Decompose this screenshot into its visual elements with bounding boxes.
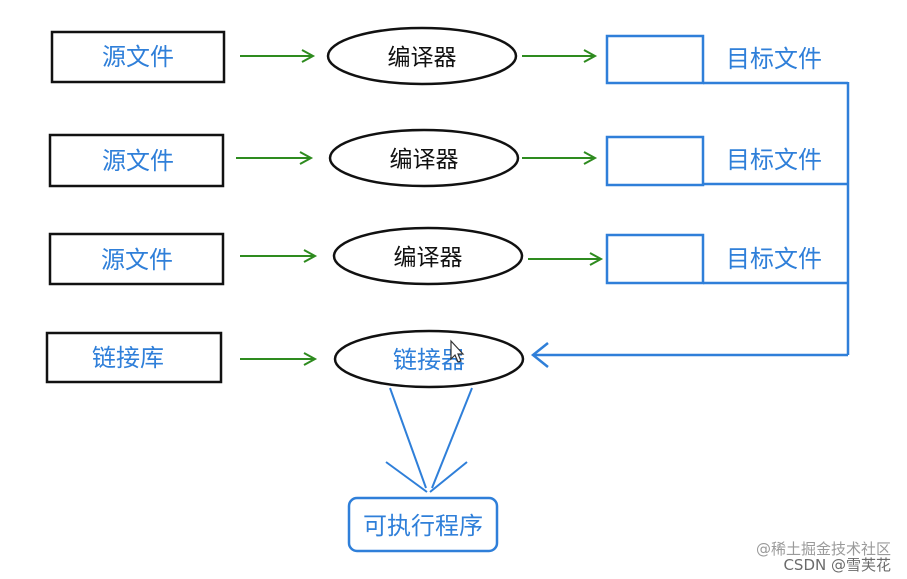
executable-box [347, 496, 499, 553]
compiler-ellipse-2 [328, 128, 520, 188]
compiler-label-2: 编译器 [390, 147, 459, 173]
object-file-box-3 [605, 233, 705, 285]
watermark-juejin: @稀土掘金技术社区 [755, 540, 891, 558]
object-file-label-2: 目标文件 [726, 146, 822, 174]
mouse-cursor-icon [450, 339, 465, 363]
arrow-compiler-to-object-2 [522, 151, 598, 165]
arrow-source-to-compiler-3 [240, 249, 318, 263]
linker-ellipse [333, 329, 525, 389]
library-box [45, 331, 223, 384]
source-file-label-1: 源文件 [102, 43, 174, 71]
compiler-ellipse-3 [332, 226, 524, 286]
compiler-label-1: 编译器 [388, 45, 457, 71]
source-file-box-2 [48, 133, 225, 188]
executable-label: 可执行程序 [363, 512, 483, 540]
arrow-compiler-to-object-1 [522, 49, 598, 63]
source-file-box-1 [50, 30, 226, 84]
object-file-label-3: 目标文件 [726, 245, 822, 273]
arrow-source-to-compiler-1 [240, 49, 316, 63]
object-files-collector [530, 81, 850, 368]
source-file-label-3: 源文件 [101, 246, 173, 274]
arrow-source-to-compiler-2 [236, 151, 314, 165]
object-file-box-1 [605, 34, 705, 85]
object-file-label-1: 目标文件 [726, 45, 822, 73]
library-label: 链接库 [92, 344, 164, 372]
object-file-box-2 [605, 135, 705, 187]
arrow-library-to-linker [240, 352, 318, 366]
arrow-linker-to-executable [385, 387, 473, 493]
arrow-compiler-to-object-3 [528, 252, 604, 266]
compiler-ellipse-1 [326, 26, 518, 86]
watermark-csdn: CSDN @雪芙花 [783, 556, 891, 574]
source-file-box-3 [48, 232, 225, 286]
source-file-label-2: 源文件 [102, 147, 174, 175]
compiler-label-3: 编译器 [394, 245, 463, 271]
